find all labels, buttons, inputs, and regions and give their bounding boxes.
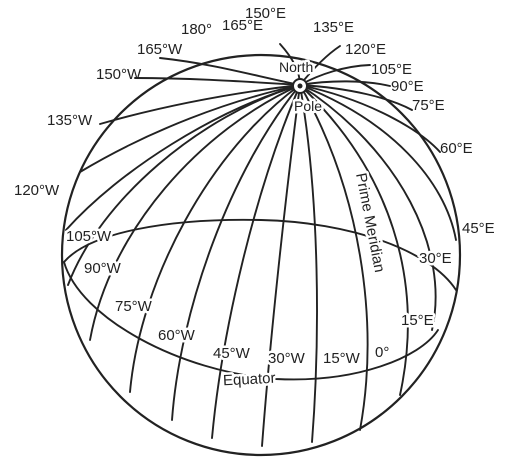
globe-outline — [60, 53, 462, 457]
longitude-label-15e: 15°E — [401, 312, 434, 329]
equator-back-line — [63, 218, 457, 291]
longitude-label-60e: 60°E — [440, 140, 473, 157]
meridian-line — [299, 84, 409, 396]
longitude-label-60w: 60°W — [158, 327, 196, 344]
meridian-line — [171, 84, 301, 421]
longitude-label-165w: 165°W — [137, 41, 183, 58]
meridian-line — [159, 57, 301, 86]
meridian-line — [299, 84, 437, 331]
longitude-label-150e: 150°E — [245, 5, 286, 22]
longitude-label-135w: 135°W — [47, 112, 93, 129]
meridian-lines — [65, 43, 457, 447]
meridian-line — [99, 84, 301, 125]
longitude-label-0: 0° — [375, 344, 389, 361]
meridian-line — [129, 84, 301, 393]
longitude-label-120e: 120°E — [345, 41, 386, 58]
longitude-label-30w: 30°W — [268, 350, 306, 367]
longitude-label-45e: 45°E — [462, 220, 495, 237]
meridian-line — [299, 84, 457, 241]
meridian-line — [261, 84, 301, 447]
equator-label: Equator — [223, 370, 276, 390]
meridian-line — [79, 84, 301, 173]
meridian-line — [299, 84, 369, 431]
longitude-label-105e: 105°E — [371, 61, 412, 78]
longitude-label-75w: 75°W — [115, 298, 153, 315]
meridian-line — [299, 84, 318, 443]
longitude-label-180: 180° — [181, 21, 212, 38]
longitude-label-45w: 45°W — [213, 345, 251, 362]
longitude-label-75e: 75°E — [412, 97, 445, 114]
meridian-line — [299, 84, 441, 153]
north-label: North — [279, 59, 313, 75]
longitude-label-135e: 135°E — [313, 19, 354, 36]
longitude-label-150w: 150°W — [96, 66, 142, 83]
longitude-label-120w: 120°W — [14, 182, 60, 199]
longitude-label-90w: 90°W — [84, 260, 122, 277]
pole-label: Pole — [294, 98, 322, 114]
north-pole-marker — [292, 78, 308, 94]
meridian-line — [299, 84, 413, 111]
meridian-line — [299, 80, 391, 87]
longitude-label-105w: 105°W — [66, 228, 112, 245]
longitude-label-15w: 15°W — [323, 350, 361, 367]
longitude-label-165e: 165°E — [222, 17, 263, 34]
meridian-line — [89, 84, 301, 341]
longitude-label-90e: 90°E — [391, 78, 424, 95]
longitude-label-30e: 30°E — [419, 250, 452, 267]
meridian-line — [134, 77, 301, 86]
meridian-line — [67, 84, 301, 286]
meridian-line — [211, 84, 301, 439]
longitude-labels: 150°E 165°E 180° 165°W 135°E 120°E 150°W… — [14, 5, 495, 370]
